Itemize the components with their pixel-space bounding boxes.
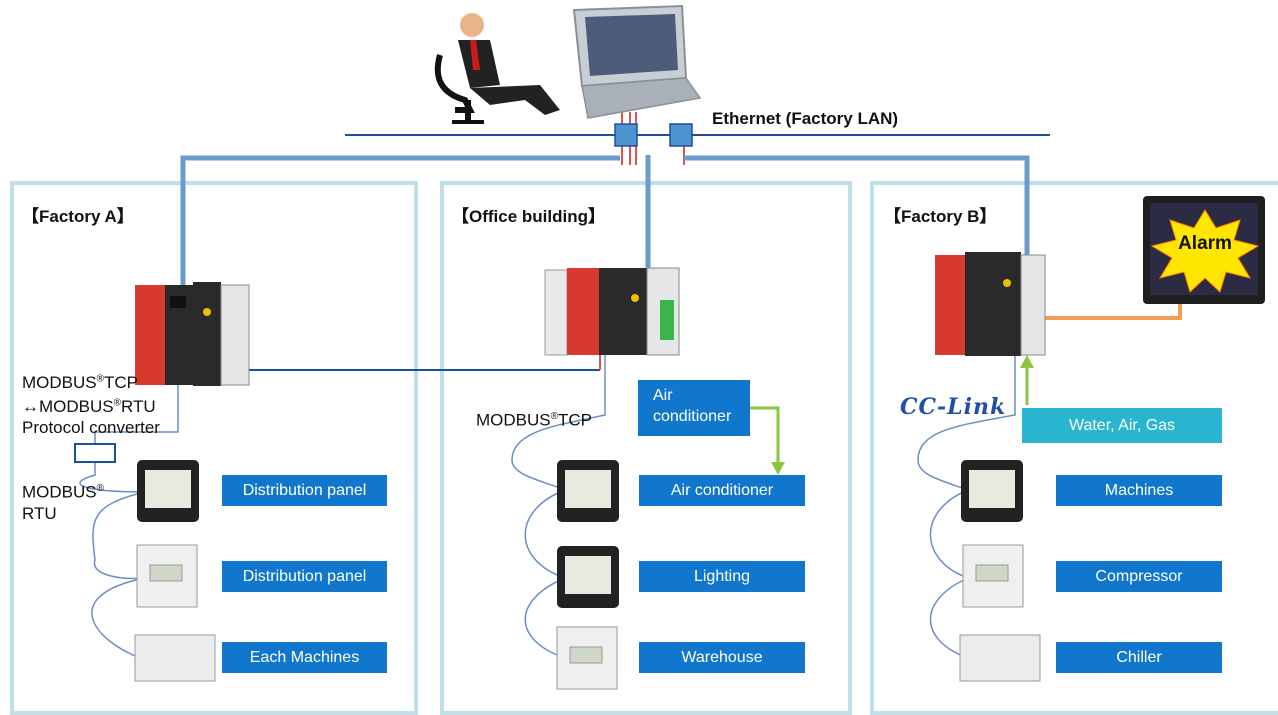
converter-line2: ↔MODBUS®RTU [22,397,156,417]
cc-link-logo: CC-Link [900,394,1007,420]
device-box-chiller: Chiller [1056,642,1222,673]
converter-line3: Protocol converter [22,418,160,438]
office-plc-icon [544,267,680,356]
device-box-distribution-panel-2: Distribution panel [222,561,387,592]
alarm-label: Alarm [1178,233,1232,254]
device-box-compressor: Compressor [1056,561,1222,592]
device-box-lighting: Lighting [639,561,805,592]
din-meter-icons [136,544,1024,690]
ethernet-label: Ethernet (Factory LAN) [712,109,899,128]
device-box-air-conditioner: Air conditioner [639,475,805,506]
io-module-icons [134,634,1041,682]
protocol-converter-label: MODBUS®TCP ↔MODBUS®RTU Protocol converte… [22,368,160,438]
modbus-tcp-label: MODBUS®TCP [476,410,592,430]
factory-b-title: 【Factory B】 [884,207,997,226]
factory-a-title: 【Factory A】 [22,207,134,226]
meter-icons [137,460,1023,608]
office-title: 【Office building】 [452,207,605,226]
device-box-machines: Machines [1056,475,1222,506]
device-box-warehouse: Warehouse [639,642,805,673]
utility-box-water-air-gas: Water, Air, Gas [1022,408,1222,443]
factory-a-plc-icon [135,282,250,386]
device-box-distribution-panel-1: Distribution panel [222,475,387,506]
factory-b-plc-icon [935,252,1046,356]
converter-line1: MODBUS®TCP [22,372,138,392]
modbus-rtu-label: MODBUS® RTU [22,482,104,523]
device-box-each-machines: Each Machines [222,642,387,673]
